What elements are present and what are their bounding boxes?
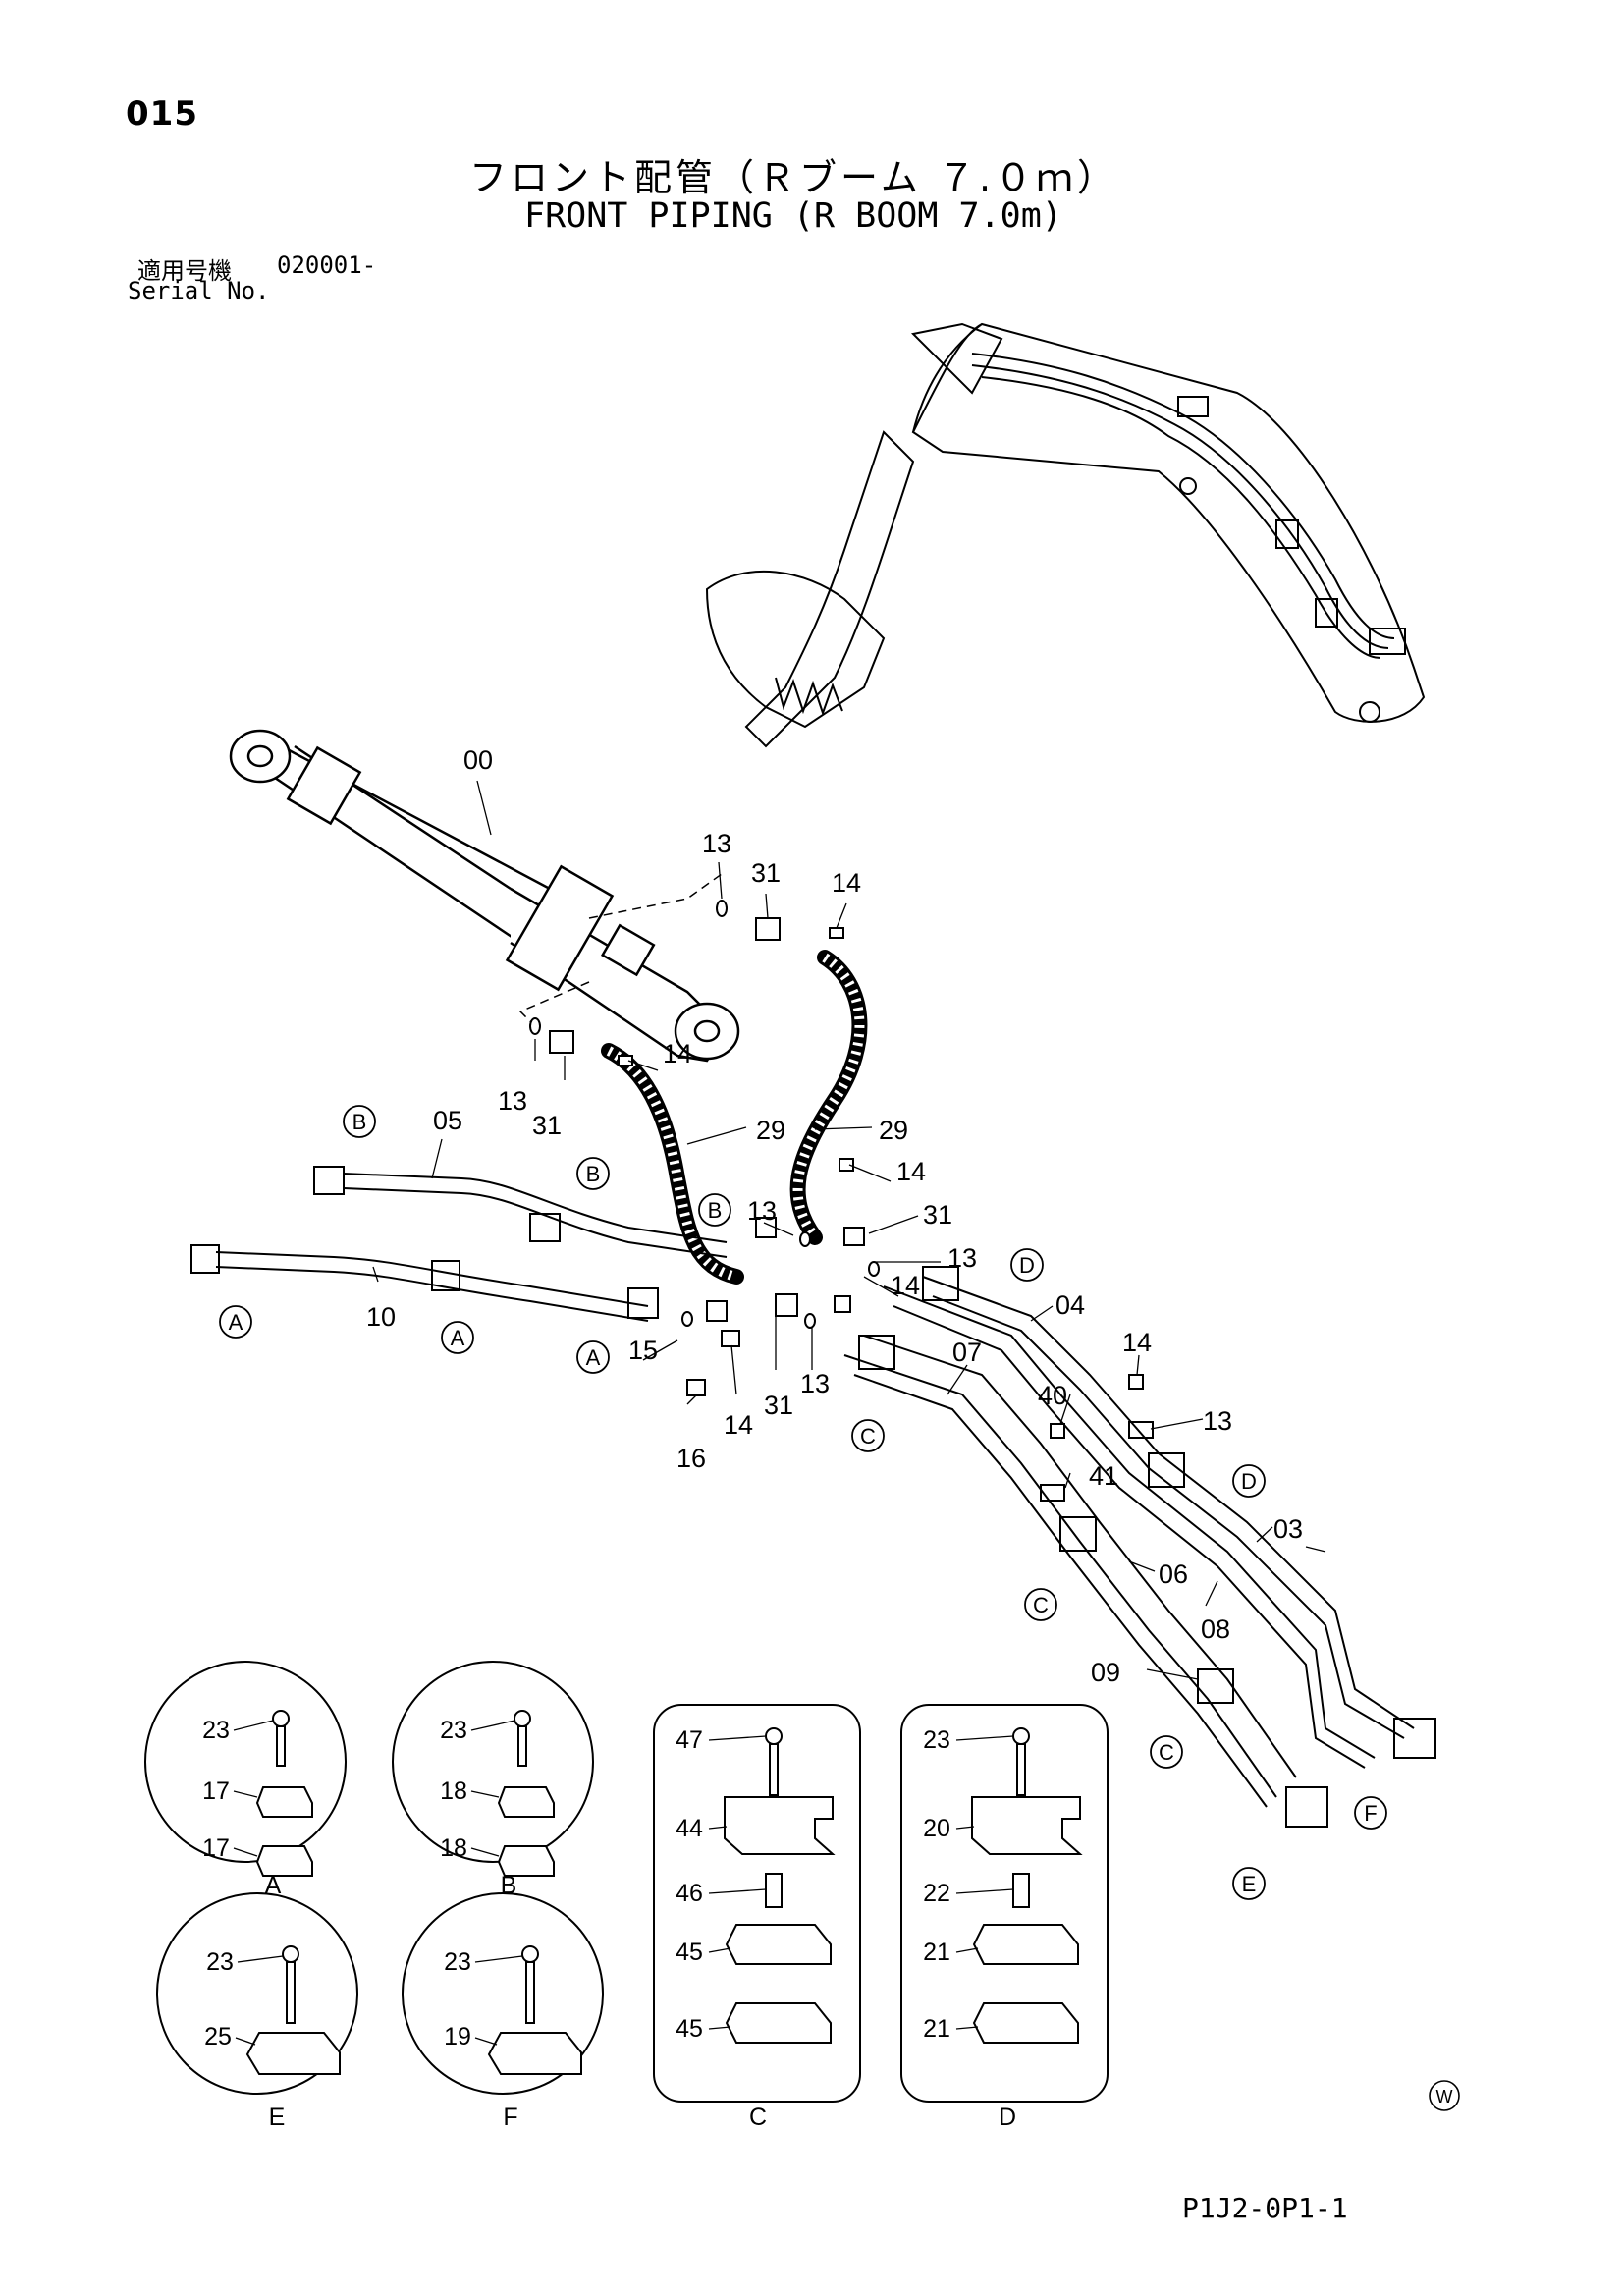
callout-07: 07 [952, 1338, 982, 1367]
serial-label-english: Serial No. [128, 277, 270, 304]
callout-14: 14 [1122, 1328, 1152, 1357]
detail-view-c: 47 44 46 45 45 C [653, 1704, 861, 2131]
ref-letter-e: E [1242, 1872, 1257, 1896]
callout-14: 14 [663, 1039, 692, 1068]
callout-04: 04 [1055, 1290, 1085, 1320]
detail-c-upper-clamp: 45 [676, 1939, 703, 1966]
callout-31: 31 [532, 1111, 562, 1140]
detail-view-a: 23 17 17 A [144, 1661, 347, 1899]
ref-letter-c: C [860, 1424, 876, 1449]
callout-31: 31 [751, 858, 781, 888]
detail-c-bolt: 47 [676, 1726, 703, 1754]
callout-13: 13 [498, 1086, 527, 1116]
callout-09: 09 [1091, 1658, 1120, 1687]
detail-view-e: 23 25 E [156, 1892, 358, 2131]
part-callouts: 00 13 31 14 13 31 14 05 29 29 14 31 13 1… [366, 745, 1303, 1687]
detail-b-letter: B [501, 1872, 517, 1899]
callout-40: 40 [1038, 1381, 1067, 1410]
detail-view-f: 23 19 F [402, 1892, 604, 2131]
ref-letter-f: F [1364, 1801, 1377, 1826]
ref-letter-a: A [451, 1326, 465, 1350]
detail-c-spacer: 46 [676, 1880, 703, 1907]
callout-00: 00 [463, 745, 493, 775]
detail-d-bracket: 20 [923, 1815, 950, 1842]
callout-16: 16 [676, 1444, 706, 1473]
detail-d-spacer: 22 [923, 1880, 950, 1907]
ref-letter-a: A [586, 1345, 601, 1370]
ref-letter-d: D [1241, 1469, 1257, 1494]
leader-lines [372, 780, 1326, 1680]
callout-06: 06 [1159, 1559, 1188, 1589]
callout-05: 05 [433, 1106, 462, 1135]
callout-14: 14 [832, 868, 861, 898]
catalog-code: P1J2-0P1-1 [1182, 2192, 1348, 2224]
detail-a-letter: A [265, 1872, 282, 1899]
ref-letter-c: C [1033, 1593, 1049, 1617]
detail-b-upper-clamp: 18 [440, 1777, 467, 1805]
serial-label-japanese: 適用号機 [137, 257, 232, 285]
detail-a-bolt: 23 [202, 1717, 230, 1744]
detail-f-bolt: 23 [444, 1948, 471, 1976]
ref-letter-b: B [586, 1162, 601, 1186]
callout-13: 13 [747, 1196, 777, 1226]
detail-d-upper-clamp: 21 [923, 1939, 950, 1966]
detail-f-clamp: 19 [444, 2023, 471, 2050]
detail-c-letter: C [749, 2104, 767, 2131]
excavator-overview-illustration [705, 322, 1426, 748]
callout-31: 31 [923, 1200, 952, 1230]
callout-31: 31 [764, 1391, 793, 1420]
detail-d-letter: D [999, 2104, 1016, 2131]
detail-view-d: 23 20 22 21 21 D [900, 1704, 1109, 2131]
callout-14: 14 [724, 1410, 753, 1440]
callout-15: 15 [628, 1336, 658, 1365]
detail-b-bolt: 23 [440, 1717, 467, 1744]
page-number: 015 [126, 94, 198, 134]
pipes-05-10 [190, 1166, 728, 1322]
ref-letter-b: B [708, 1198, 723, 1223]
footer-mark-letter: W [1436, 2087, 1453, 2106]
callout-14: 14 [896, 1157, 926, 1186]
ref-letter-c: C [1159, 1740, 1174, 1765]
callout-13: 13 [800, 1369, 830, 1398]
detail-d-bolt: 23 [923, 1726, 950, 1754]
detail-f-letter: F [503, 2104, 517, 2131]
detail-b-lower-clamp: 18 [440, 1834, 467, 1862]
ref-letter-a: A [229, 1310, 243, 1335]
ref-letter-b: B [352, 1110, 367, 1134]
callout-13: 13 [947, 1243, 977, 1273]
callout-13: 13 [1203, 1406, 1232, 1436]
callout-03: 03 [1273, 1514, 1303, 1544]
detail-a-lower-clamp: 17 [202, 1834, 230, 1862]
detail-c-lower-clamp: 45 [676, 2015, 703, 2043]
detail-c-bracket: 44 [676, 1815, 703, 1842]
boom-cylinder-illustration [229, 729, 740, 1063]
detail-a-upper-clamp: 17 [202, 1777, 230, 1805]
detail-e-clamp: 25 [204, 2023, 232, 2050]
reference-letter-markers [219, 1105, 1387, 1900]
detail-e-bolt: 23 [206, 1948, 234, 1976]
callout-13: 13 [702, 829, 731, 858]
page-title-english: FRONT PIPING (R BOOM 7.0m) [524, 196, 1062, 236]
reference-letters: B B B A A A D D C C C E F [229, 1110, 1378, 1896]
pipes-right-bundle [843, 1266, 1436, 1828]
hose-29-spiral [606, 953, 865, 1282]
callout-29: 29 [879, 1116, 908, 1145]
callout-41: 41 [1089, 1461, 1118, 1491]
callout-08: 08 [1201, 1614, 1230, 1644]
callout-10: 10 [366, 1302, 396, 1332]
detail-d-lower-clamp: 21 [923, 2015, 950, 2043]
ref-letter-d: D [1019, 1253, 1035, 1278]
callout-29: 29 [756, 1116, 785, 1145]
small-fittings [529, 900, 1144, 1439]
callout-14: 14 [891, 1271, 920, 1300]
page-title-japanese: フロント配管（Ｒブーム ７.０ｍ） [469, 156, 1119, 199]
footer-mark-icon: W [1429, 2080, 1460, 2111]
detail-e-letter: E [269, 2104, 286, 2131]
serial-number-value: 020001- [277, 251, 377, 279]
detail-view-b: 23 18 18 B [392, 1661, 594, 1899]
